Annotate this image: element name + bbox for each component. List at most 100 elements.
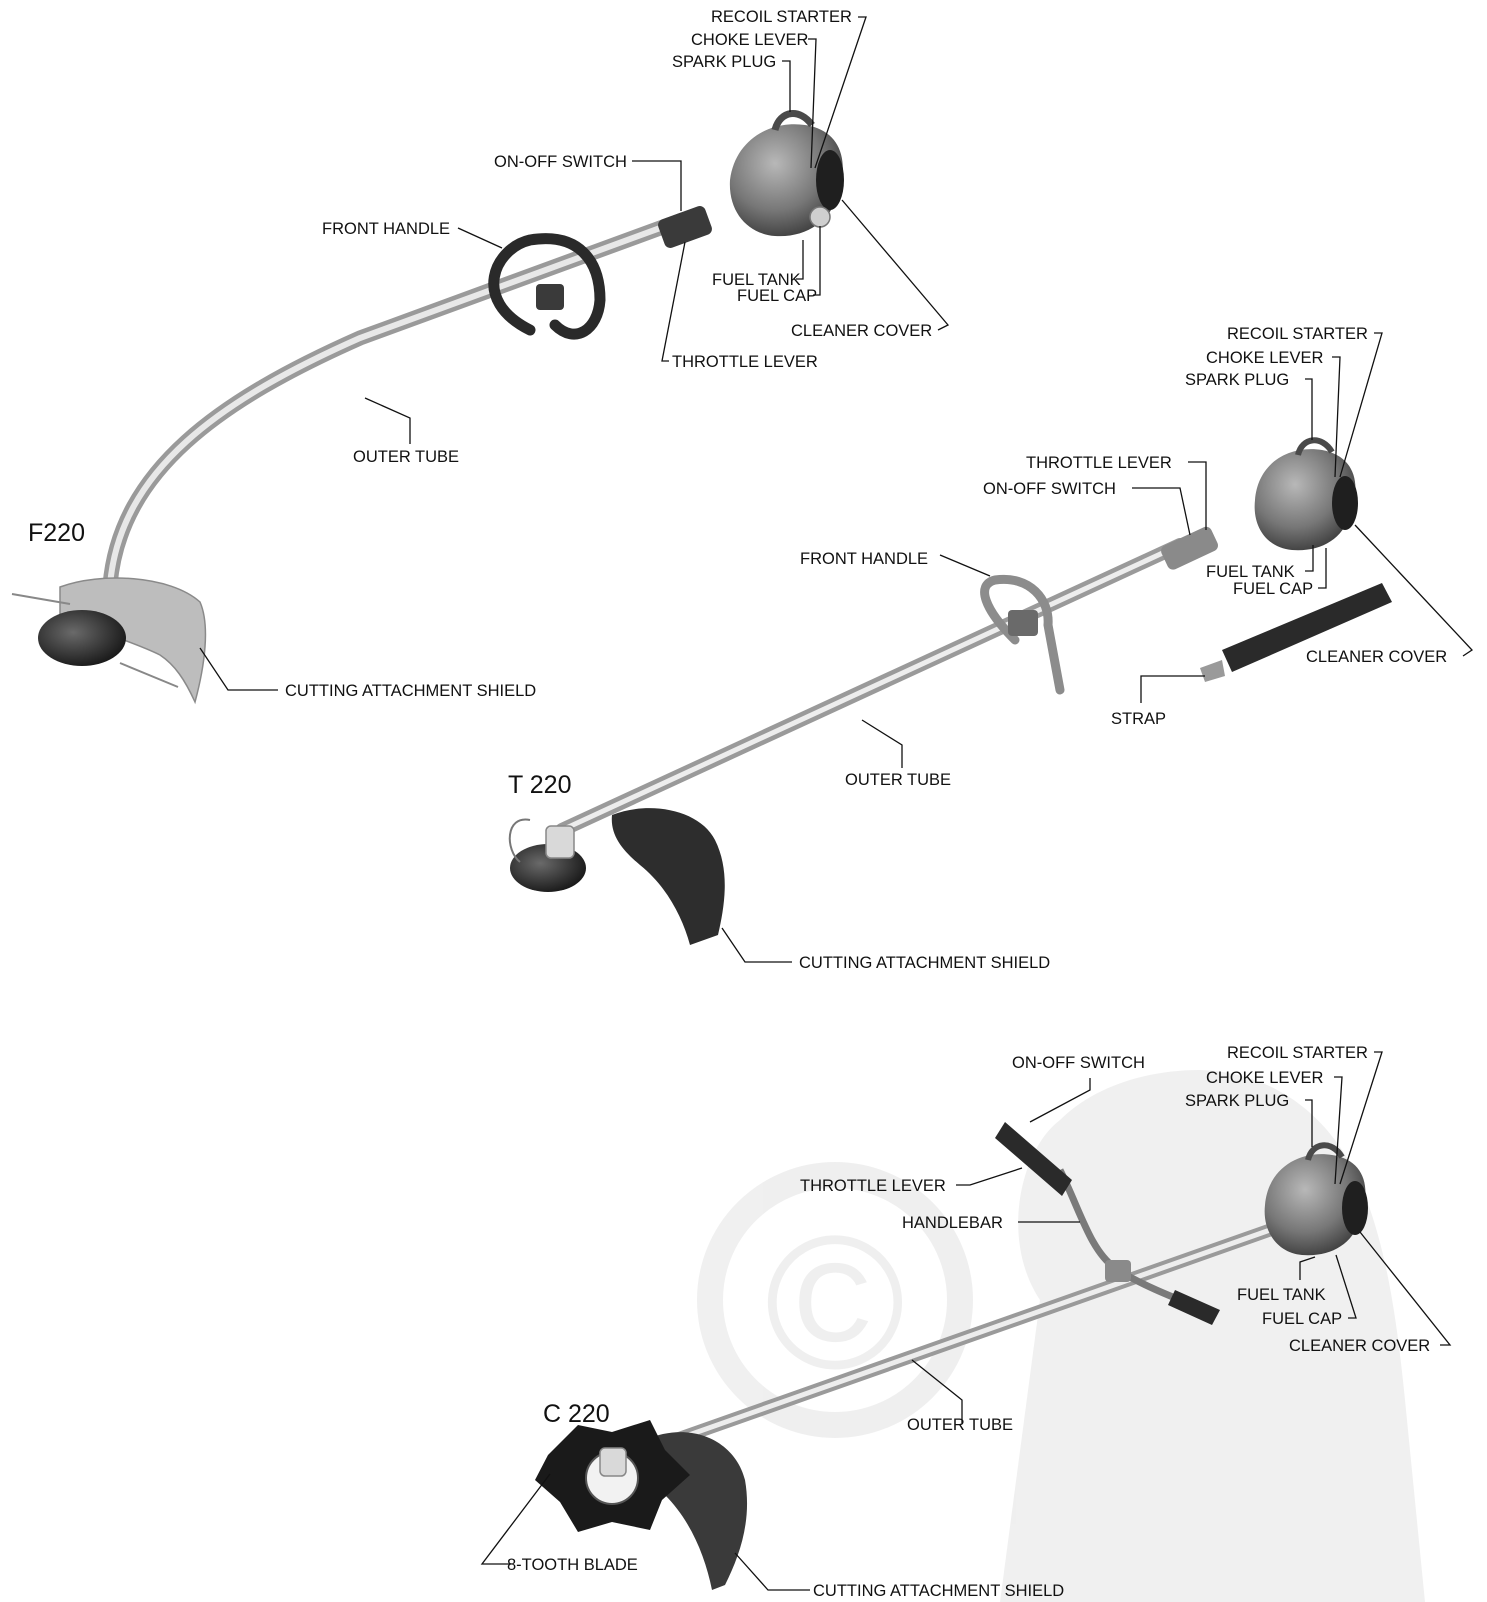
leader-f220-fuel-tank bbox=[796, 240, 804, 280]
leader-f220-outer-tube bbox=[364, 397, 411, 444]
label-c220-throttle-lever: THROTTLE LEVER bbox=[800, 1177, 946, 1195]
label-c220-handlebar: HANDLEBAR bbox=[902, 1214, 1003, 1232]
f220-trimmer-head bbox=[38, 610, 126, 666]
t220-handle-clamp bbox=[1008, 610, 1038, 636]
leader-t220-spark-plug bbox=[1305, 378, 1313, 440]
leader-f220-cleaner-cover bbox=[841, 199, 950, 331]
c220-handlebar-clamp bbox=[1105, 1260, 1131, 1282]
label-c220-cleaner-cover: CLEANER COVER bbox=[1289, 1337, 1430, 1355]
label-f220-outer-tube: OUTER TUBE bbox=[353, 448, 459, 466]
leader-c220-shield bbox=[734, 1552, 810, 1591]
leader-f220-front-handle bbox=[457, 227, 503, 249]
label-c220-on-off-switch: ON-OFF SWITCH bbox=[1012, 1054, 1145, 1072]
label-t220-fuel-cap: FUEL CAP bbox=[1233, 580, 1313, 598]
watermark-silhouette bbox=[1000, 1070, 1425, 1602]
f220-engine-top-handle bbox=[771, 110, 815, 132]
leader-t220-shield bbox=[721, 927, 792, 963]
label-t220-strap: STRAP bbox=[1111, 710, 1166, 728]
f220-front-handle-shape bbox=[488, 233, 606, 340]
label-f220-shield: CUTTING ATTACHMENT SHIELD bbox=[285, 682, 536, 700]
label-t220-spark-plug: SPARK PLUG bbox=[1185, 371, 1289, 389]
leader-t220-on-off-switch bbox=[1132, 487, 1191, 536]
c220-left-grip bbox=[995, 1122, 1072, 1196]
label-f220-cleaner-cover: CLEANER COVER bbox=[791, 322, 932, 340]
leader-c220-on-off-switch bbox=[1029, 1078, 1091, 1123]
t220-throttle-grip bbox=[1161, 526, 1218, 570]
c220-outer-tube-highlight bbox=[615, 1227, 1273, 1463]
leader-c220-cleaner-cover bbox=[1359, 1231, 1452, 1346]
model-name-c220: C 220 bbox=[543, 1400, 610, 1428]
c220-right-grip bbox=[1168, 1290, 1220, 1325]
label-f220-choke-lever: CHOKE LEVER bbox=[691, 31, 808, 49]
leader-c220-blade bbox=[480, 1473, 551, 1565]
t220-outer-tube-highlight bbox=[559, 542, 1183, 833]
label-c220-outer-tube: OUTER TUBE bbox=[907, 1416, 1013, 1434]
model-f220: F220 RECOIL STARTER CHOKE LEVE bbox=[11, 8, 950, 705]
label-t220-on-off-switch: ON-OFF SWITCH bbox=[983, 480, 1116, 498]
label-c220-fuel-cap: FUEL CAP bbox=[1262, 1310, 1342, 1328]
model-name-t220: T 220 bbox=[508, 771, 571, 799]
watermark-copyright-ring bbox=[697, 1162, 973, 1438]
f220-fuel-cap-shape bbox=[809, 206, 831, 228]
leader-t220-recoil-starter bbox=[1339, 332, 1383, 478]
label-f220-front-handle: FRONT HANDLE bbox=[322, 220, 450, 238]
f220-outer-tube-highlight bbox=[107, 217, 685, 588]
t220-front-handle-shape bbox=[980, 574, 1065, 695]
leader-f220-spark-plug bbox=[782, 60, 791, 112]
c220-gearbox bbox=[599, 1447, 627, 1477]
f220-trimmer-line bbox=[11, 593, 179, 688]
label-c220-choke-lever: CHOKE LEVER bbox=[1206, 1069, 1323, 1087]
f220-illustration bbox=[11, 110, 844, 705]
label-t220-front-handle: FRONT HANDLE bbox=[800, 550, 928, 568]
label-c220-fuel-tank: FUEL TANK bbox=[1237, 1286, 1326, 1304]
t220-trimmer-line bbox=[508, 818, 531, 863]
label-f220-on-off-switch: ON-OFF SWITCH bbox=[494, 153, 627, 171]
t220-recoil-cover bbox=[1332, 476, 1358, 530]
t220-strap-clip bbox=[1200, 660, 1225, 682]
label-f220-spark-plug: SPARK PLUG bbox=[672, 53, 776, 71]
leader-t220-cleaner-cover bbox=[1354, 524, 1473, 657]
leader-t220-front-handle bbox=[939, 554, 991, 577]
label-t220-fuel-tank: FUEL TANK bbox=[1206, 563, 1295, 581]
t220-illustration bbox=[508, 437, 1392, 945]
label-c220-spark-plug: SPARK PLUG bbox=[1185, 1092, 1289, 1110]
leader-c220-spark-plug bbox=[1305, 1099, 1313, 1147]
f220-handle-clamp bbox=[536, 284, 564, 310]
leader-f220-choke-lever bbox=[808, 38, 817, 169]
label-c220-recoil-starter: RECOIL STARTER bbox=[1227, 1044, 1368, 1062]
model-name-f220: F220 bbox=[28, 519, 85, 547]
t220-engine bbox=[1254, 449, 1356, 551]
leader-f220-recoil-starter bbox=[814, 16, 867, 169]
t220-shield bbox=[611, 808, 725, 945]
f220-recoil-cover bbox=[816, 150, 844, 210]
label-t220-shield: CUTTING ATTACHMENT SHIELD bbox=[799, 954, 1050, 972]
c220-engine-top-handle bbox=[1305, 1142, 1345, 1161]
leader-c220-recoil-starter bbox=[1339, 1051, 1383, 1185]
c220-illustration bbox=[535, 1122, 1368, 1590]
leader-c220-throttle-lever bbox=[956, 1167, 1023, 1186]
label-f220-fuel-tank: FUEL TANK bbox=[712, 271, 801, 289]
label-t220-recoil-starter: RECOIL STARTER bbox=[1227, 325, 1368, 343]
leader-c220-choke-lever bbox=[1334, 1076, 1343, 1185]
label-t220-cleaner-cover: CLEANER COVER bbox=[1306, 648, 1447, 666]
c220-recoil-cover bbox=[1342, 1181, 1368, 1235]
label-t220-choke-lever: CHOKE LEVER bbox=[1206, 349, 1323, 367]
label-f220-fuel-cap: FUEL CAP bbox=[737, 287, 817, 305]
leader-c220-fuel-cap bbox=[1335, 1254, 1357, 1319]
label-f220-throttle-lever: THROTTLE LEVER bbox=[672, 353, 818, 371]
leader-f220-shield bbox=[199, 647, 278, 691]
t220-gearbox bbox=[545, 825, 575, 859]
model-c220: C 220 ON-OFF SWITCH bbox=[480, 1044, 1452, 1600]
leader-c220-fuel-tank bbox=[1299, 1256, 1316, 1280]
leader-f220-fuel-cap bbox=[813, 226, 821, 296]
leader-t220-fuel-tank bbox=[1305, 545, 1314, 572]
leader-f220-on-off-switch bbox=[632, 160, 682, 211]
leader-c220-outer-tube bbox=[911, 1359, 963, 1423]
model-t220: T 220 RECOIL ST bbox=[508, 325, 1473, 972]
label-t220-throttle-lever: THROTTLE LEVER bbox=[1026, 454, 1172, 472]
leader-t220-choke-lever bbox=[1332, 356, 1341, 478]
leader-t220-outer-tube bbox=[861, 719, 903, 768]
label-t220-outer-tube: OUTER TUBE bbox=[845, 771, 951, 789]
c220-engine bbox=[1264, 1154, 1366, 1256]
